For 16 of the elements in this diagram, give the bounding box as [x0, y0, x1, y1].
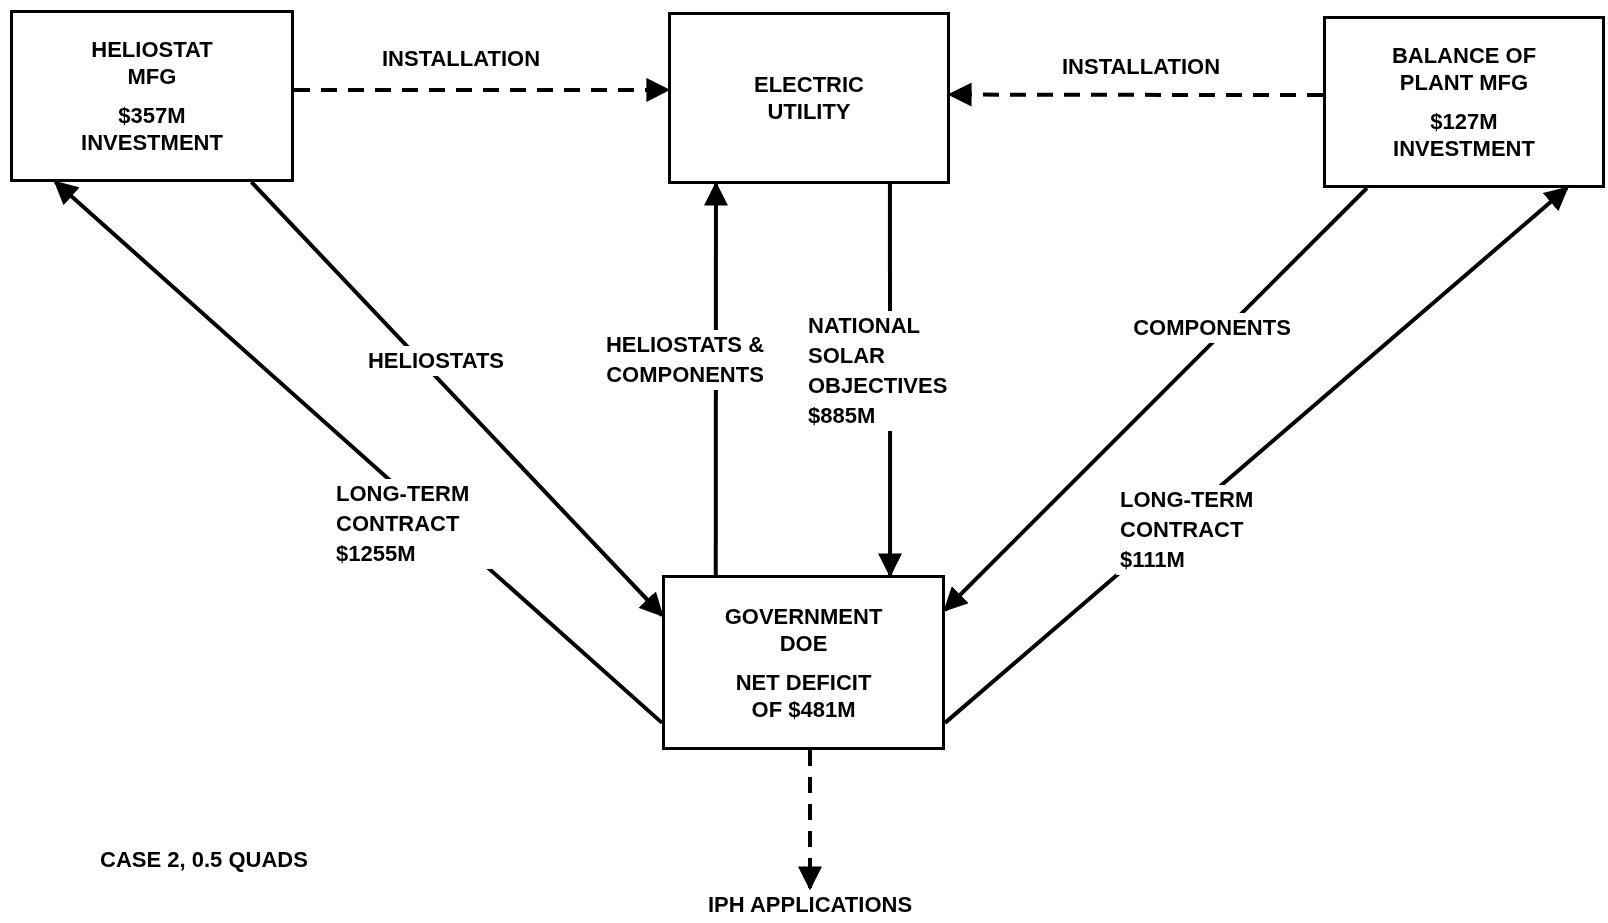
entity-box [668, 12, 950, 184]
box-figure: $357M INVESTMENT [80, 102, 224, 156]
dashed-arrow [798, 750, 822, 891]
box-heading: BALANCE OF PLANT MFG [1390, 42, 1538, 96]
box-heading: ELECTRIC UTILITY [753, 71, 865, 125]
entity-box [10, 10, 294, 182]
box-heading: GOVERNMENT DOE [723, 602, 884, 657]
destination-text: IPH APPLICATIONS [680, 888, 940, 920]
arrow [249, 180, 664, 617]
entity-box [662, 575, 945, 750]
box-heading: HELIOSTAT MFG [90, 36, 214, 90]
case-note: CASE 2, 0.5 QUADS [100, 846, 308, 874]
box-figure: $127M INVESTMENT [1392, 108, 1536, 162]
box-figure: NET DEFICIT OF $481M [734, 668, 873, 723]
arrow [943, 186, 1369, 612]
entity-box [1323, 16, 1605, 188]
